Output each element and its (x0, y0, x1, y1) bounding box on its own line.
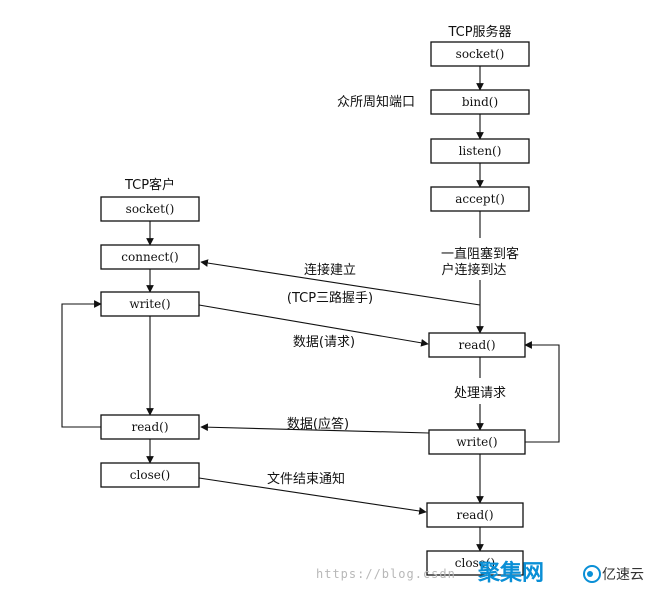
server-accept-box: accept() (430, 186, 530, 212)
block-note-line2: 户连接到达 (441, 262, 506, 278)
watermark-url: https://blog.csdn (316, 567, 456, 581)
handshake-label: (TCP三路握手) (287, 290, 373, 306)
client-read-label: read() (131, 420, 168, 434)
connect-label: 连接建立 (304, 262, 356, 278)
server-bind-box: bind() (430, 89, 530, 115)
request-label: 数据(请求) (293, 335, 355, 350)
server-socket-label: socket() (456, 47, 505, 61)
server-bind-label: bind() (462, 95, 498, 109)
process-request-note: 处理请求 (454, 386, 506, 401)
server-loop-arrow (524, 341, 560, 443)
client-write-label: write() (129, 297, 170, 311)
reply-label: 数据(应答) (287, 416, 349, 432)
client-title: TCP客户 (124, 177, 175, 193)
server-socket-box: socket() (430, 41, 530, 67)
server-read2-box: read() (426, 502, 524, 528)
watermark-brand-logo: 亿速云 (602, 567, 644, 583)
arrow-request (198, 304, 429, 347)
server-close-label: close() (455, 556, 495, 570)
server-title: TCP服务器 (447, 24, 511, 40)
server-listen-label: listen() (459, 144, 502, 158)
server-write-box: write() (428, 429, 526, 455)
arrow-eof (198, 477, 427, 515)
well-known-port-note: 众所周知端口 (337, 94, 415, 110)
arrow-connection-established (200, 259, 481, 306)
client-socket-box: socket() (100, 196, 200, 222)
server-read-label: read() (458, 338, 495, 352)
server-read-box: read() (428, 332, 526, 358)
eof-label: 文件结束通知 (267, 471, 345, 487)
client-close-box: close() (100, 462, 200, 488)
watermark-brand-cn: 聚集网 (477, 560, 544, 586)
client-read-box: read() (100, 414, 200, 440)
server-close-box: close() (426, 550, 524, 576)
client-close-label: close() (130, 468, 170, 482)
client-connect-box: connect() (100, 244, 200, 270)
client-loop-arrow (61, 300, 102, 428)
client-connect-label: connect() (121, 250, 178, 264)
server-listen-box: listen() (430, 138, 530, 164)
block-note-line1: 一直阻塞到客 (441, 246, 519, 262)
server-write-label: write() (456, 435, 497, 449)
server-read2-label: read() (456, 508, 493, 522)
brand-logo-icon (583, 565, 601, 583)
client-write-box: write() (100, 291, 200, 317)
arrow-reply (200, 423, 430, 434)
server-accept-label: accept() (455, 192, 505, 206)
client-socket-label: socket() (126, 202, 175, 216)
